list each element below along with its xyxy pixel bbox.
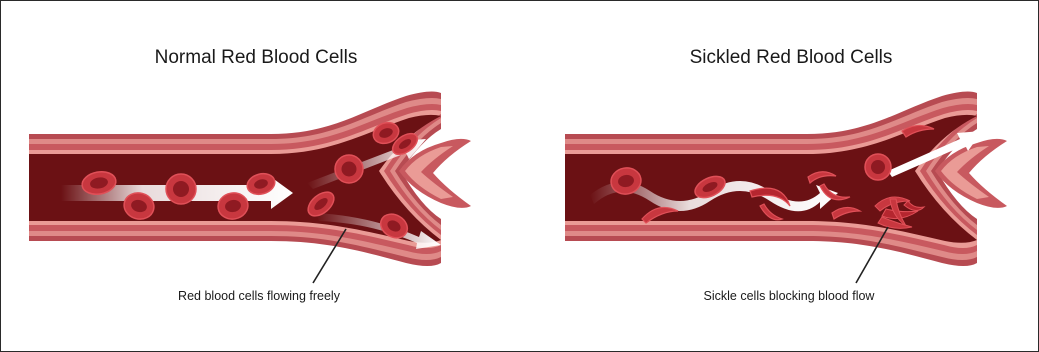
normal-panel-title: Normal Red Blood Cells (155, 47, 358, 69)
rbc-cell (335, 155, 363, 183)
sickle-panel-title: Sickled Red Blood Cells (690, 47, 893, 69)
sickle-panel-caption: Sickle cells blocking blood flow (704, 289, 875, 303)
rbc-cell (865, 154, 891, 180)
normal-panel-caption: Red blood cells flowing freely (178, 289, 340, 303)
rbc-cell (166, 174, 196, 204)
